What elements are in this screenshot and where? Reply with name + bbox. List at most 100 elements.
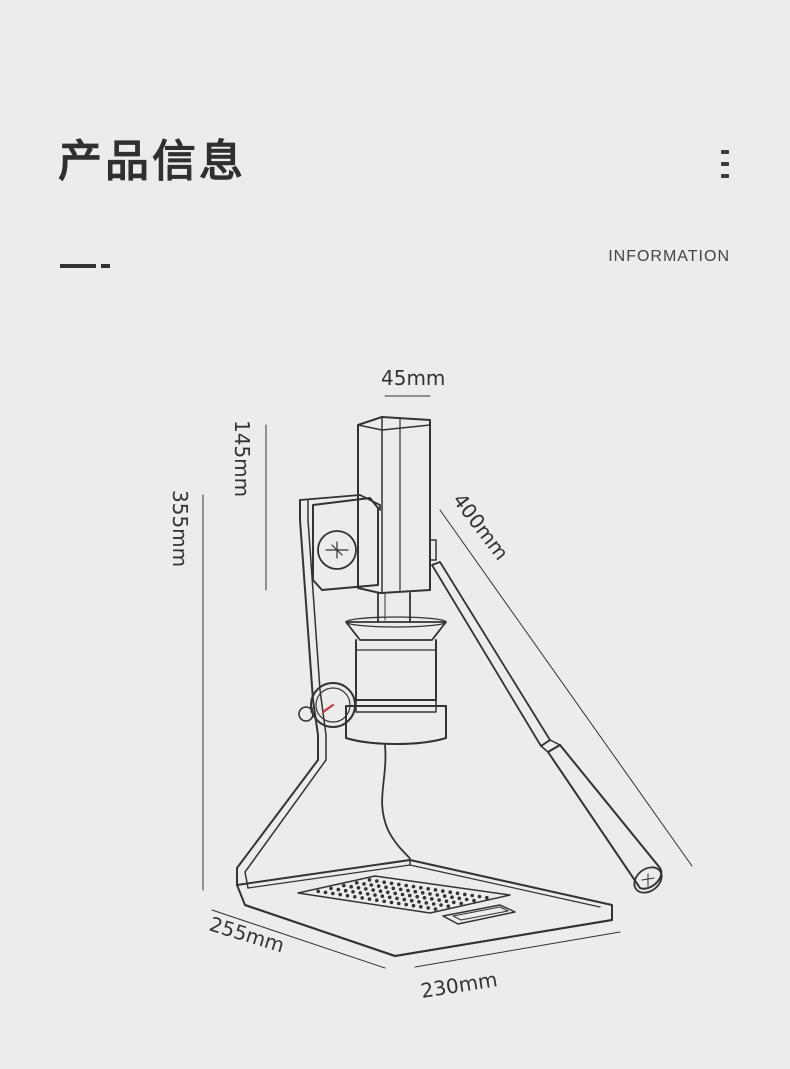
portafilter (345, 705, 447, 745)
drip-grid-hole (356, 886, 361, 890)
drip-grid-hole (369, 883, 374, 887)
drip-grid-hole (409, 898, 414, 903)
drip-grid-hole (470, 893, 475, 898)
depth-line (211, 909, 386, 969)
drip-grid-hole (404, 883, 409, 888)
gauge-needle (322, 704, 334, 713)
drip-grid-hole (351, 890, 355, 894)
drip-grid-hole (336, 887, 341, 892)
drip-grid-hole (323, 890, 328, 895)
funnel (345, 621, 447, 641)
drip-grid-hole (477, 894, 482, 899)
drip-grid-hole (402, 897, 407, 902)
drip-grid-hole (376, 884, 381, 888)
drip-grid-hole (428, 892, 432, 896)
base-width-line (414, 931, 621, 968)
drip-grid-hole (411, 903, 416, 908)
drip-grid-hole (375, 879, 379, 883)
drip-grid-hole (430, 897, 434, 901)
drip-grid-hole (400, 892, 405, 897)
lever-handle (547, 744, 663, 890)
menu-dots-icon (721, 150, 729, 186)
title-underline (60, 264, 96, 268)
drip-grid-hole (373, 893, 377, 897)
drip-grid-hole (420, 891, 425, 895)
base-width-label: 230mm (419, 967, 499, 1003)
drip-grid-hole (457, 896, 462, 901)
drip-grid-hole (426, 906, 431, 910)
drip-grid-hole (367, 897, 372, 901)
drip-grid-hole (415, 894, 420, 899)
page-title: 产品信息 (58, 136, 246, 187)
drip-grid-hole (437, 898, 442, 902)
lever-length-label: 400mm (448, 489, 514, 565)
drip-grid (297, 875, 511, 914)
drip-grid-hole (448, 890, 453, 894)
drip-grid-hole (419, 905, 423, 909)
drip-grid-hole (343, 888, 348, 893)
side-logo-circle (317, 530, 357, 570)
drip-grid-hole (397, 882, 401, 887)
drip-grid-hole (450, 895, 454, 899)
drip-grid-hole (485, 895, 489, 900)
drip-grid-hole (345, 893, 350, 898)
drip-grid-hole (367, 878, 372, 882)
pressure-gauge (310, 682, 356, 728)
depth-label: 255mm (207, 912, 288, 958)
drip-grid-hole (389, 881, 394, 886)
drip-grid-hole (371, 888, 376, 892)
base-plate (236, 859, 613, 957)
drip-grid-hole (316, 889, 321, 894)
drip-grid-hole (384, 885, 388, 889)
drip-grid-hole (375, 898, 379, 902)
drip-grid-hole (472, 898, 476, 903)
drip-grid-hole (411, 884, 416, 889)
drip-grid-hole (342, 883, 346, 888)
drip-grid-hole (452, 900, 456, 905)
drip-grid-hole (446, 904, 451, 908)
drip-grid-hole (378, 889, 383, 893)
drip-grid-hole (358, 891, 363, 895)
top-width-label: 45mm (381, 366, 445, 390)
drip-grid-hole (424, 901, 429, 905)
drip-grid-hole (439, 903, 443, 907)
drip-grid-hole (353, 895, 357, 899)
drip-grid-hole (395, 896, 399, 901)
drip-grid-hole (362, 882, 366, 886)
drip-grid-hole (444, 899, 449, 903)
title-underline-accent (101, 264, 110, 268)
drip-grid-hole (455, 891, 460, 896)
drip-grid-hole (441, 889, 445, 893)
drip-grid-hole (360, 896, 365, 900)
drip-grid-hole (331, 891, 335, 896)
drip-grid-hole (442, 894, 447, 898)
drip-grid-hole (413, 889, 418, 894)
drip-grid-hole (380, 894, 385, 898)
drip-grid-hole (382, 880, 387, 884)
drip-grid-hole (391, 886, 396, 891)
drip-grid-hole (419, 885, 423, 890)
drip-grid-hole (459, 901, 464, 906)
drip-grid-hole (422, 896, 427, 900)
drip-grid-hole (338, 892, 343, 897)
lever-length-line (439, 509, 693, 867)
pivot (429, 539, 437, 561)
section-subtitle: INFORMATION (608, 248, 730, 265)
drip-grid-hole (382, 899, 387, 904)
drip-grid-hole (365, 892, 370, 896)
drip-grid-hole (387, 895, 392, 900)
drip-grid-hole (393, 891, 398, 896)
drip-grid-hole (431, 902, 436, 906)
brew-chamber (355, 639, 437, 701)
drip-grid-hole (389, 900, 394, 905)
drip-grid-hole (386, 890, 390, 895)
lever-arm (431, 561, 551, 747)
drip-grid-hole (364, 887, 368, 891)
drip-grid-hole (404, 902, 409, 907)
drip-grid-hole (463, 892, 467, 897)
drip-grid-hole (433, 888, 438, 892)
head-body (357, 416, 431, 594)
drip-grid-hole (397, 901, 401, 906)
drip-grid-hole (433, 907, 438, 911)
